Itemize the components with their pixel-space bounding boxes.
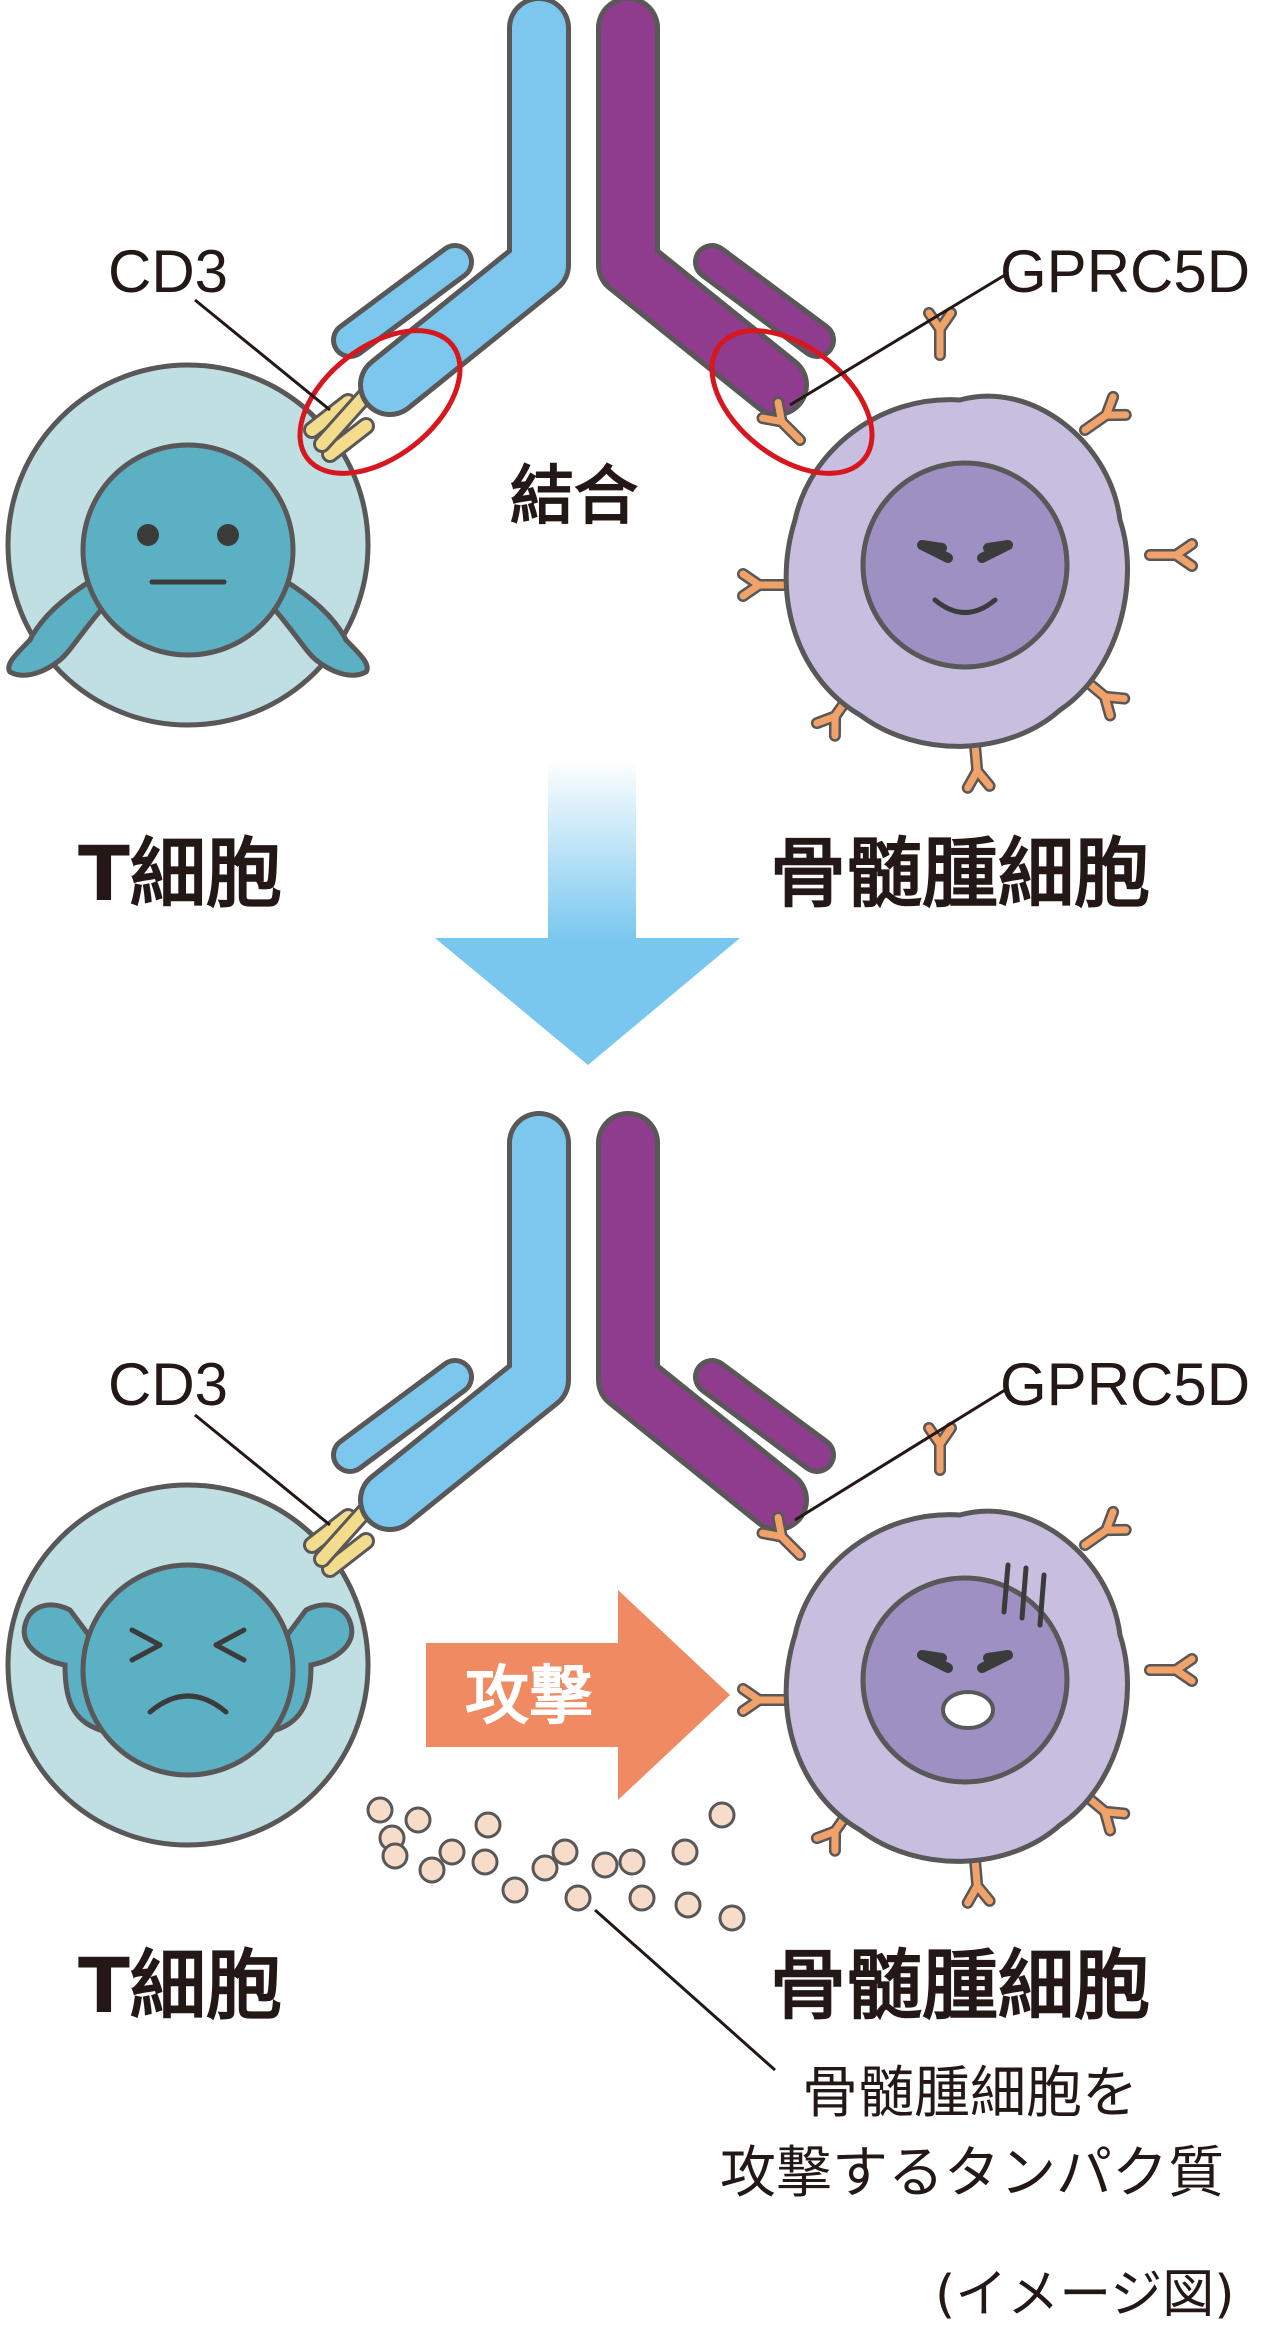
cd3-leader-line-bottom bbox=[194, 1413, 331, 1527]
top-panel: CD3 GPRC5D 結合 T細胞 骨髄腫細胞 bbox=[5, 0, 1250, 918]
tcell-eye-right bbox=[217, 524, 239, 546]
myeloma-face-shocked bbox=[860, 1575, 1070, 1785]
protein-label-line1: 骨髄腫細胞を bbox=[802, 2061, 1138, 2126]
flow-arrow bbox=[435, 760, 740, 1065]
binding-label: 結合 bbox=[510, 460, 638, 534]
cytotoxic-protein-dots bbox=[366, 1796, 746, 1932]
tcell-eye-right-squint bbox=[213, 1627, 247, 1663]
binding-circle-gprc5d bbox=[709, 328, 875, 476]
antibody-blue-light-chain bbox=[336, 1363, 469, 1469]
attack-arrow: 攻撃 bbox=[426, 1590, 730, 1800]
tcell-bottom bbox=[5, 1482, 371, 1848]
myeloma-eye-right bbox=[977, 1650, 1013, 1673]
myeloma-smirk bbox=[932, 597, 998, 615]
myeloma-label: 骨髄腫細胞 bbox=[770, 829, 1150, 918]
image-caption: (イメージ図) bbox=[935, 2265, 1235, 2325]
tcell-label: T細胞 bbox=[78, 1941, 282, 2030]
myeloma-mouth-open bbox=[941, 1690, 995, 1730]
tcell-right-arm bbox=[262, 576, 370, 678]
antibody-purple-arm bbox=[601, 1, 804, 412]
antibody-blue-arm bbox=[363, 1116, 566, 1527]
myeloma-label: 骨髄腫細胞 bbox=[770, 1941, 1150, 2030]
bottom-panel: 攻撃 CD3 GPRC5D T細胞 骨 bbox=[5, 1111, 1250, 2206]
tcell-eye-left bbox=[137, 524, 159, 546]
tcell-face bbox=[80, 442, 296, 658]
tcell-label: T細胞 bbox=[78, 829, 282, 918]
myeloma-eye-left bbox=[917, 540, 953, 563]
bispecific-antibody-top bbox=[331, 0, 836, 417]
gprc5d-label: GPRC5D bbox=[1000, 238, 1250, 305]
myeloma-eye-right bbox=[977, 540, 1013, 563]
antibody-blue-arm bbox=[363, 1, 566, 412]
tcell-mouth-frown bbox=[147, 1693, 229, 1715]
protein-leader-line bbox=[594, 1908, 776, 2072]
gprc5d-leader-line-top bbox=[789, 273, 1006, 407]
cd3-label: CD3 bbox=[108, 238, 228, 305]
tcell-left-arm bbox=[6, 576, 114, 678]
cd3-label: CD3 bbox=[108, 1351, 228, 1418]
tcell-face-angry bbox=[80, 1562, 296, 1778]
myeloma-face bbox=[860, 460, 1070, 670]
cd3-leader-line-top bbox=[194, 298, 331, 412]
myeloma-cell-top bbox=[743, 313, 1192, 788]
antibody-purple-light-chain bbox=[698, 1363, 831, 1469]
protein-label-line2: 攻撃するタンパク質 bbox=[720, 2141, 1224, 2206]
myeloma-cell-bottom bbox=[743, 1428, 1192, 1903]
tcell-top bbox=[5, 362, 371, 728]
myeloma-eye-left bbox=[917, 1650, 953, 1673]
gprc5d-leader-line-bottom bbox=[794, 1388, 1006, 1522]
antibody-blue-light-chain bbox=[336, 248, 469, 354]
binding-circle-cd3 bbox=[297, 328, 463, 476]
antibody-purple-light-chain bbox=[698, 248, 831, 354]
attack-label: 攻撃 bbox=[465, 1660, 593, 1734]
myeloma-shock-lines bbox=[1001, 1562, 1047, 1628]
antibody-purple-arm bbox=[601, 1116, 804, 1527]
gprc5d-label: GPRC5D bbox=[1000, 1351, 1250, 1418]
tcell-eye-left-squint bbox=[129, 1627, 163, 1663]
bispecific-antibody-bottom bbox=[331, 1111, 836, 1532]
